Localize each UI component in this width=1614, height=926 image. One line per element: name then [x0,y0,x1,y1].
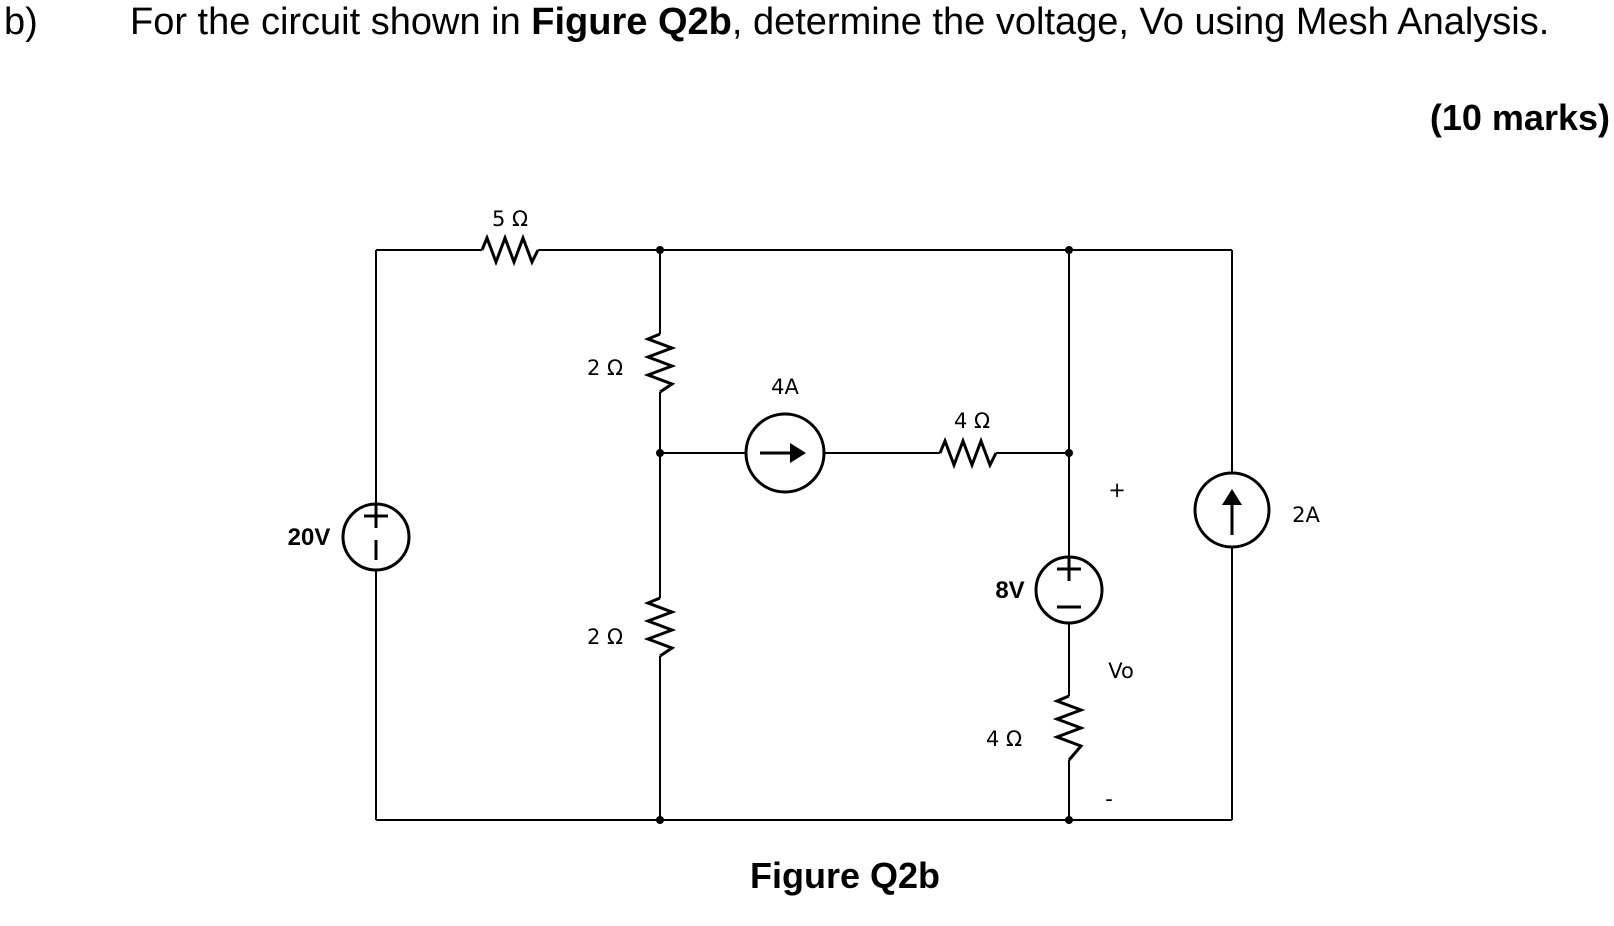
label-vo: Vo [1108,659,1134,683]
resistor-4ohm-right [1052,694,1086,761]
voltage-source-8v [1034,555,1104,625]
label-5ohm: 5 Ω [492,207,528,231]
figure-caption: Figure Q2b [750,855,940,896]
circuit-wires [375,249,1233,821]
label-vo-plus: + [1108,478,1126,502]
label-8v: 8V [995,577,1024,604]
question-figure-ref: Figure Q2b [531,1,732,43]
question-marks: (10 marks) [1429,97,1610,138]
question-text-before: For the circuit shown in [130,1,532,43]
question-text: For the circuit shown in Figure Q2b, det… [130,0,1549,44]
label-2ohm-lower: 2 Ω [587,625,623,649]
resistor-4ohm-horizontal [938,436,998,470]
label-2a: 2A [1292,503,1320,527]
label-4ohm-right: 4 Ω [986,727,1022,751]
label-4ohm-horizontal: 4 Ω [954,409,990,433]
question-label: b) [4,1,38,43]
resistor-2ohm-upper [643,332,677,394]
label-4a: 4A [771,375,799,399]
circuit-nodes [656,246,1073,824]
question-text-after: , determine the voltage, Vo using Mesh A… [731,1,1550,43]
label-20v: 20V [288,524,331,551]
current-source-4a [744,412,826,494]
voltage-source-20v [341,502,411,572]
current-source-2a [1193,471,1271,549]
label-2ohm-upper: 2 Ω [587,356,623,380]
resistor-5ohm-top [480,233,540,267]
label-vo-minus: - [1105,787,1113,811]
resistor-2ohm-lower [643,596,677,658]
